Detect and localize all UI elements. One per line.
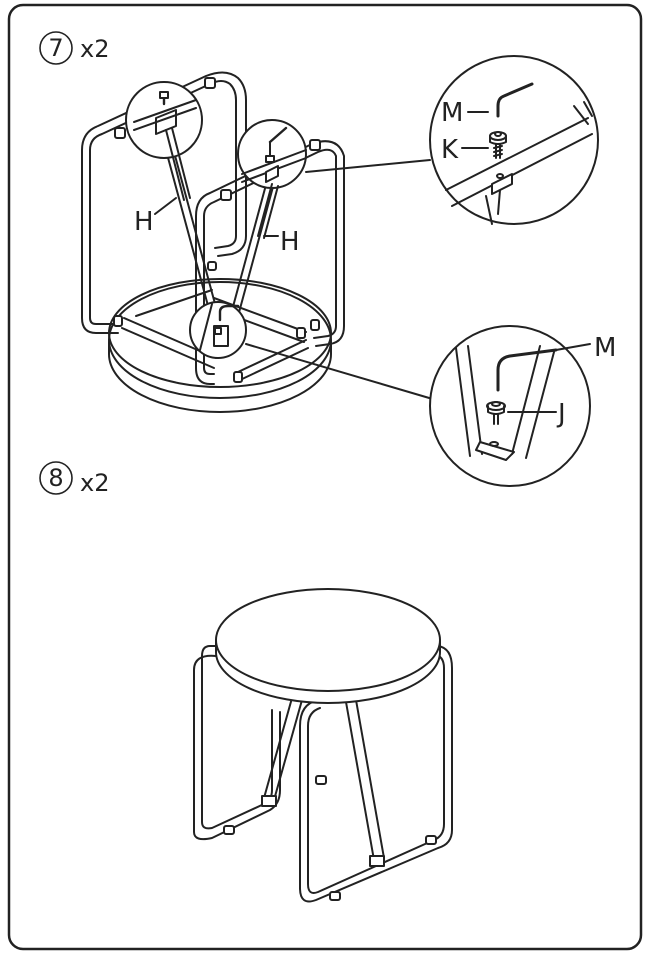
detail-callout-top-circle [429, 55, 599, 225]
stool-leg-caps [223, 775, 437, 901]
hex-key-m-bottom-label: M [594, 333, 616, 363]
detail-callout-bottom-right [429, 325, 591, 487]
brace-left-leader [154, 197, 177, 215]
m-bottom-leader [555, 343, 591, 351]
step-8-badge [39, 461, 73, 495]
page-frame [7, 3, 643, 951]
step-7-header: 7 x2 [39, 31, 109, 65]
detail-circle-top-right [237, 119, 307, 189]
step-7-quantity: x2 [80, 35, 109, 63]
callout-line-top [305, 159, 431, 173]
step-8-assembled-stool [193, 588, 453, 903]
detail-callout-top-right [429, 55, 599, 225]
bolt-j-icon [486, 401, 506, 425]
hex-key-m-icon [496, 82, 534, 118]
seat-underside [108, 278, 332, 413]
callout-top-tube [445, 101, 593, 225]
step-7-number: 7 [48, 34, 63, 62]
bolt-k-icon [489, 131, 507, 159]
stool-seat [215, 588, 441, 704]
stool-braces [263, 697, 385, 861]
step-8-number: 8 [48, 464, 63, 492]
step-7-badge [39, 31, 73, 65]
step-8-quantity: x2 [80, 469, 109, 497]
detail-circles-step-7 [125, 81, 307, 359]
hex-key-m-top-label: M [441, 98, 463, 128]
hex-key-m-bottom-icon [496, 348, 558, 392]
step-8-header: 8 x2 [39, 461, 109, 497]
brace-right-label: H [280, 227, 300, 257]
bolt-j-label: J [556, 399, 566, 429]
stool-brace-brackets [261, 795, 385, 867]
bolt-k-label: K [441, 135, 459, 165]
detail-callout-bottom-circle [429, 325, 591, 487]
bracket-plate-top [491, 173, 513, 195]
brace-left-label: H [134, 207, 154, 237]
frame-left-u-tube [81, 71, 247, 334]
callout-line-bottom [245, 343, 437, 401]
